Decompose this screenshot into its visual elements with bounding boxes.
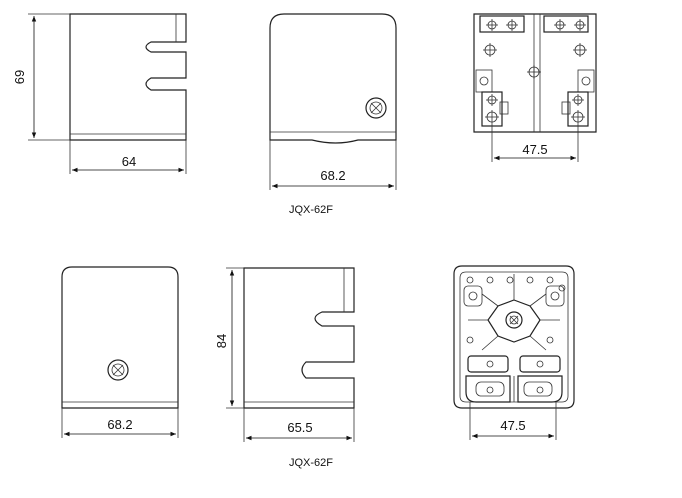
screw-icon — [365, 97, 387, 119]
caption-bottom: JQX-62F — [289, 457, 333, 469]
dim-label-64: 64 — [122, 154, 136, 169]
screw-icon-bottom — [107, 359, 129, 381]
top-front-view — [269, 13, 397, 144]
dim-label-65-5: 65.5 — [287, 420, 312, 435]
dim-label-68-2-top: 68.2 — [320, 168, 345, 183]
top-side-view — [69, 13, 187, 141]
bottom-front-view — [61, 266, 179, 409]
center-screw-icon — [505, 311, 523, 329]
dim-bot-side-height: 84 — [214, 267, 244, 409]
dim-bot-bottom-pitch: 47.5 — [469, 402, 557, 440]
dim-bot-side-width: 65.5 — [243, 408, 355, 442]
dim-label-68-2-bottom: 68.2 — [107, 417, 132, 432]
dim-label-47-5-bottom: 47.5 — [500, 418, 525, 433]
bottom-bottom-view — [453, 265, 575, 409]
dim-top-side-height: 69 — [12, 13, 70, 141]
dim-top-bottom-pitch: 47.5 — [491, 124, 579, 162]
dim-label-47-5-top: 47.5 — [522, 142, 547, 157]
dim-top-front-width: 68.2 — [269, 140, 397, 190]
dim-label-69: 69 — [12, 70, 27, 84]
dim-bot-front-width: 68.2 — [61, 408, 179, 438]
bottom-side-view — [243, 267, 355, 409]
caption-top: JQX-62F — [289, 204, 333, 216]
dim-top-side-width: 64 — [69, 140, 187, 174]
dim-label-84: 84 — [214, 334, 229, 348]
top-bottom-view — [473, 13, 597, 133]
